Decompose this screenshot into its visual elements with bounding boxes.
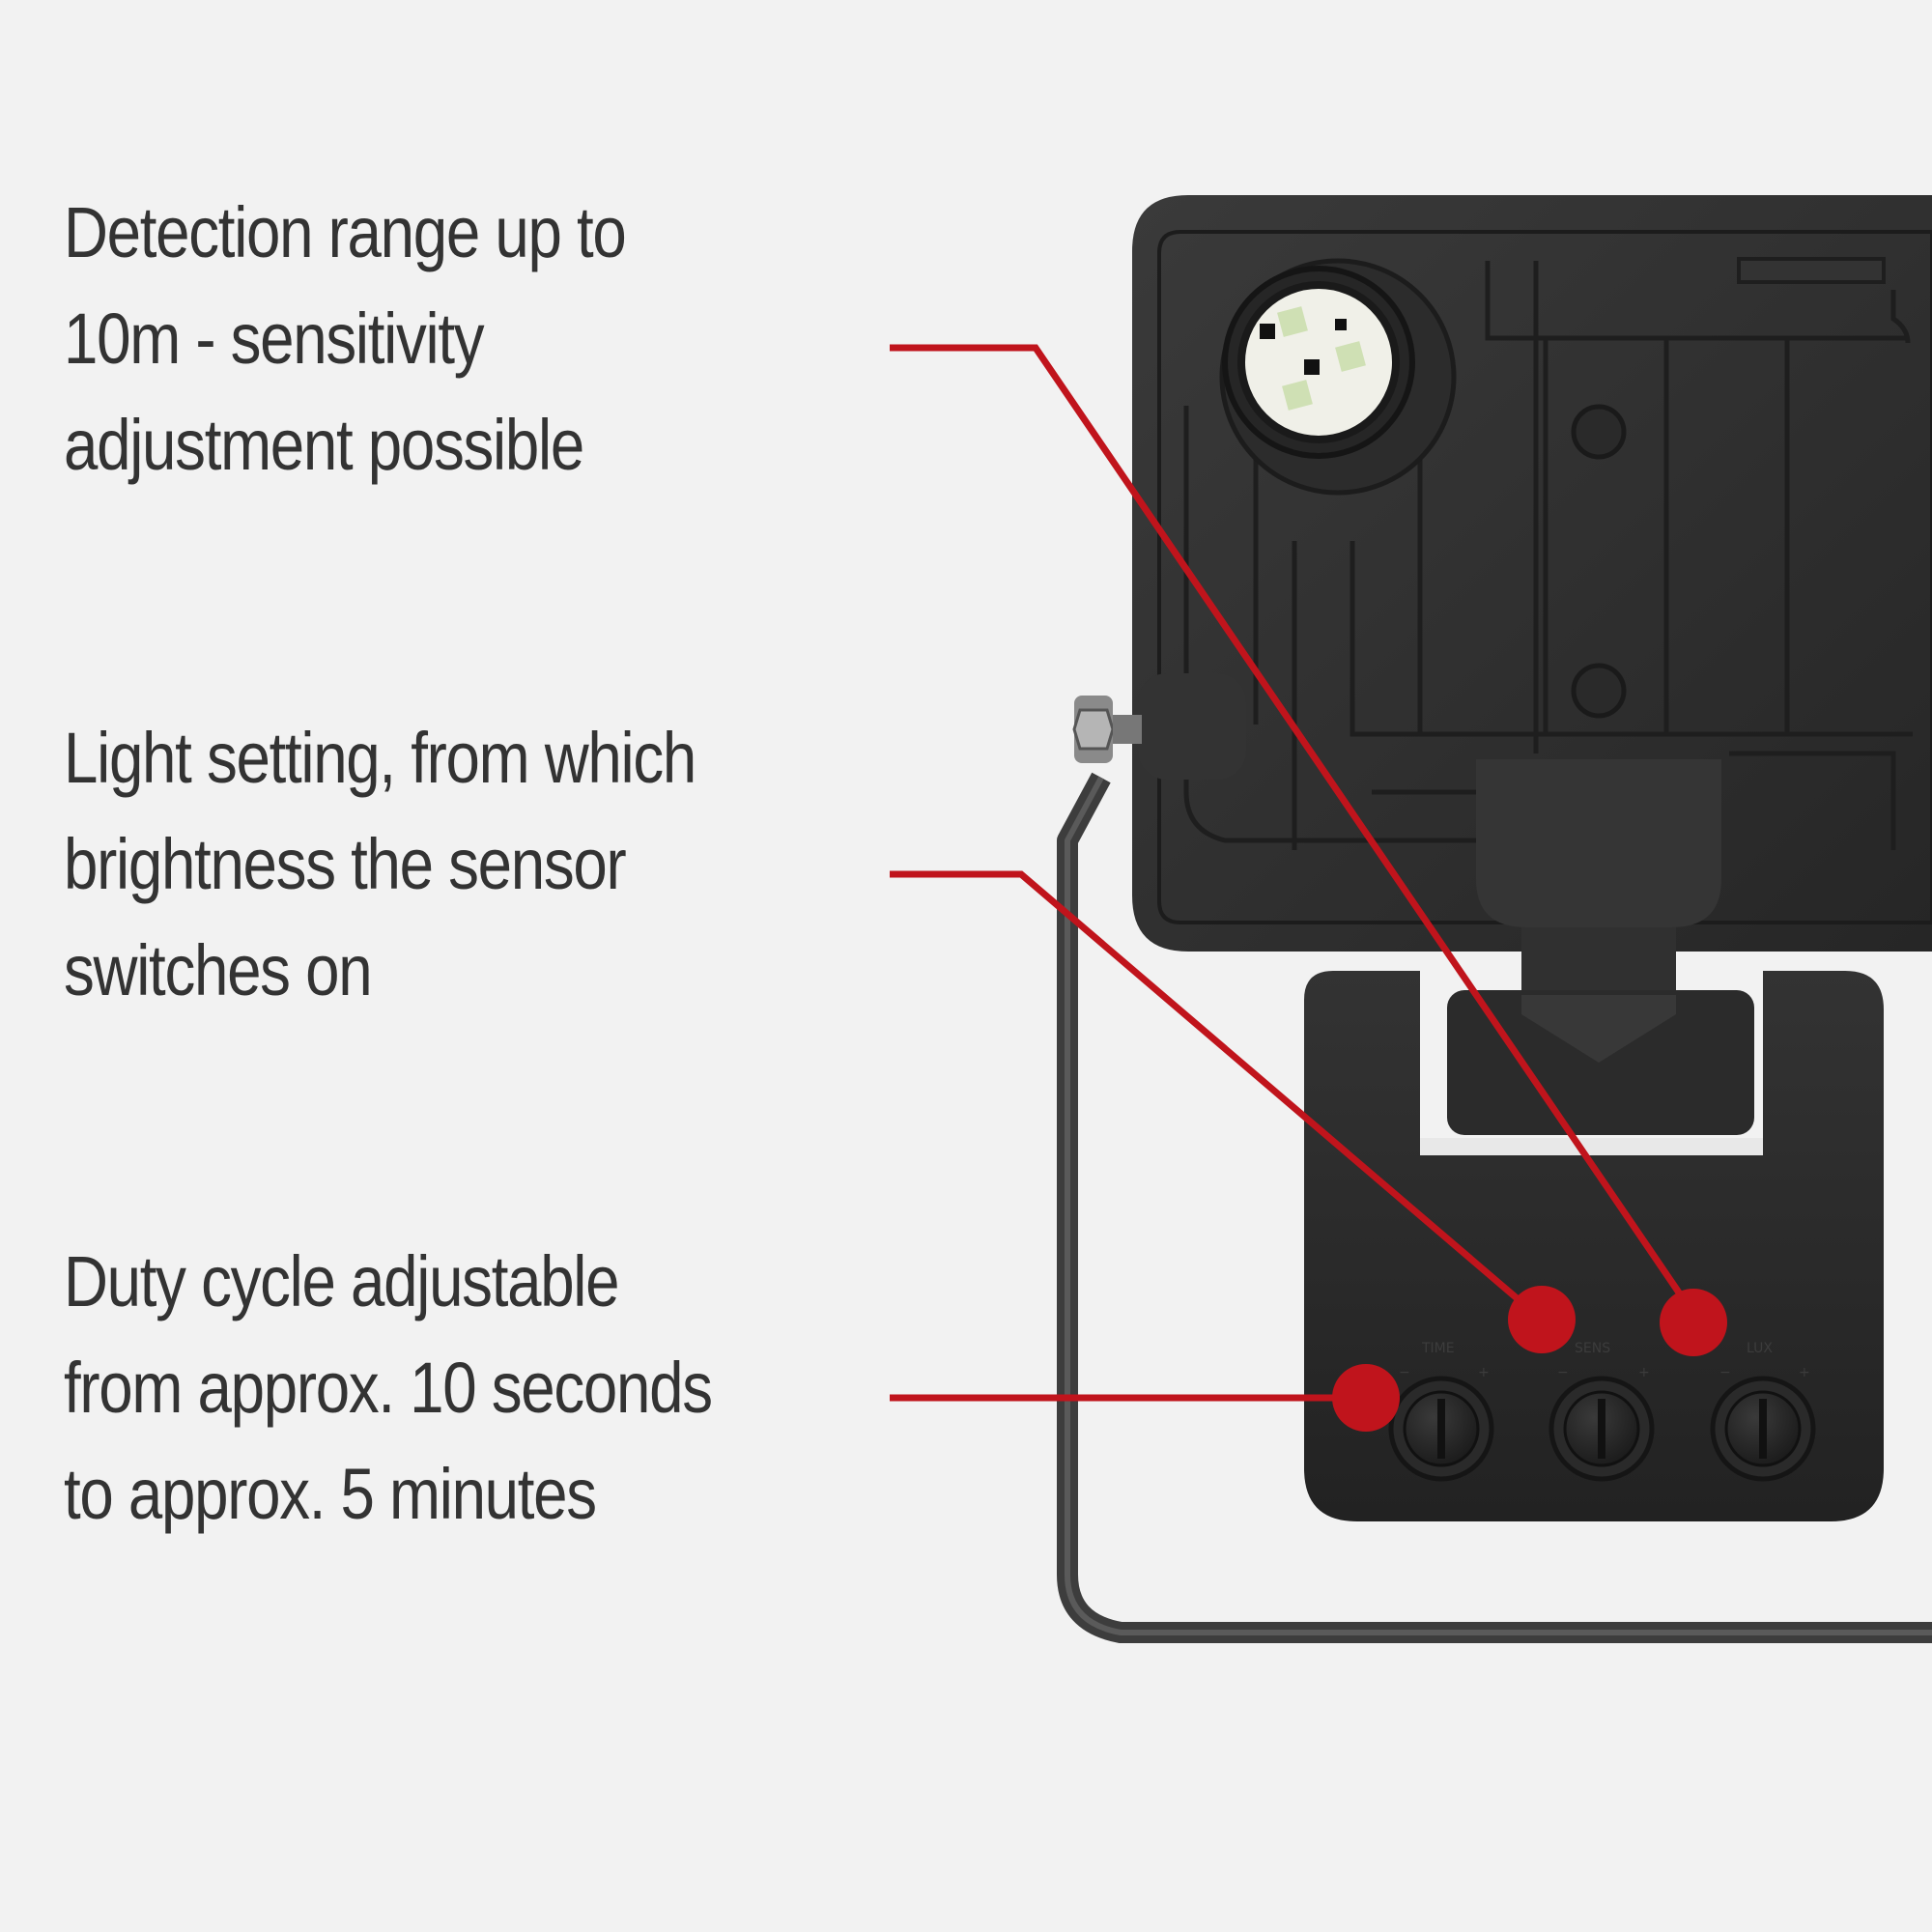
- control-knob-time[interactable]: [1388, 1376, 1494, 1482]
- callout-line: switches on: [64, 930, 373, 1010]
- callout-line: brightness the sensor: [64, 824, 627, 904]
- sensor-neck: [1476, 759, 1721, 995]
- knob-plus-sens: +: [1638, 1365, 1650, 1380]
- marker-dot-duty-cycle: [1332, 1364, 1400, 1432]
- callout-line: Light setting, from which: [64, 718, 696, 798]
- knob-label-sens: SENS: [1575, 1341, 1610, 1356]
- knob-minus-time: −: [1399, 1365, 1410, 1380]
- callout-detection-range: Detection range up to 10m - sensitivity …: [64, 180, 728, 498]
- callout-line: to approx. 5 minutes: [64, 1454, 597, 1534]
- leader-line-light-setting: [890, 870, 1545, 1322]
- lamp-housing: [1072, 195, 1932, 952]
- control-knob-sens[interactable]: [1548, 1376, 1655, 1482]
- knob-label-time: TIME: [1421, 1341, 1455, 1356]
- control-knob-lux[interactable]: [1710, 1376, 1816, 1482]
- callout-line: adjustment possible: [64, 405, 584, 485]
- callout-line: Duty cycle adjustable: [64, 1241, 620, 1321]
- leader-line-detection-range: [890, 344, 1700, 1321]
- marker-dot-light-setting: [1508, 1286, 1576, 1353]
- knob-minus-lux: −: [1719, 1365, 1731, 1380]
- knob-plus-lux: +: [1799, 1365, 1810, 1380]
- callout-line: 10m - sensitivity: [64, 298, 485, 379]
- callout-light-setting: Light setting, from which brightness the…: [64, 705, 728, 1024]
- callout-line: from approx. 10 seconds: [64, 1348, 713, 1428]
- knob-minus-sens: −: [1557, 1365, 1569, 1380]
- callout-duty-cycle: Duty cycle adjustable from approx. 10 se…: [64, 1229, 728, 1548]
- knob-plus-time: +: [1478, 1365, 1490, 1380]
- knob-label-lux: LUX: [1747, 1341, 1773, 1356]
- marker-dot-detection-range: [1660, 1289, 1727, 1356]
- callout-line: Detection range up to: [64, 192, 627, 272]
